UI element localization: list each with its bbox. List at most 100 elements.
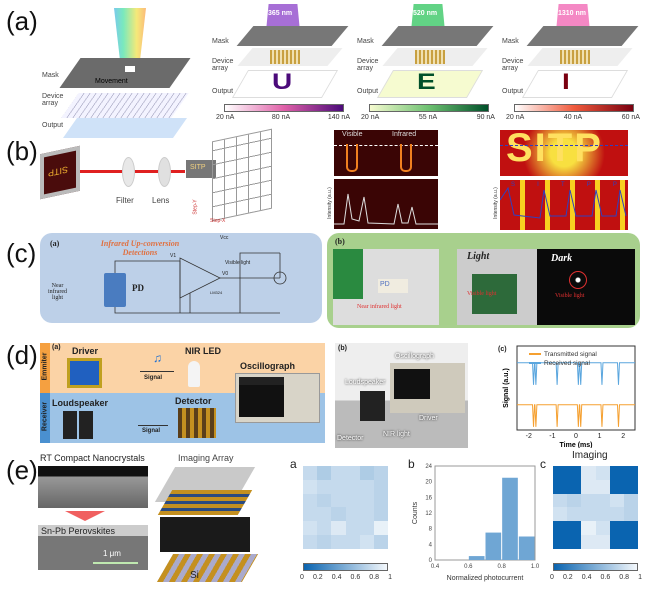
step-x-label: Step-X [210,218,226,224]
colorbar-tick: 0.8 [369,574,380,581]
x-axis-label: Time (ms) [560,442,593,448]
output-label: Output [357,88,379,95]
target-text: SITP [48,164,69,179]
output-letter: I [562,69,570,94]
circuit-title: Infrared Up-conversion Detections [100,239,180,257]
heatmap-cell [595,507,610,522]
heatmap-cell [623,507,638,522]
heatmap-cell [373,493,388,508]
mask-layer [381,26,494,46]
output-letter: E [417,69,436,94]
x-tick-label: 1.0 [531,564,540,570]
series-line [517,404,635,427]
receiver-label: Receiver [41,401,49,432]
visible-label: Visible [342,131,363,138]
y-axis-label: Signal (a.u.) [503,368,510,408]
heatmap-cell [317,493,332,508]
oscillograph-screen [239,377,284,417]
filter-element [122,157,135,187]
x-tick-label: -1 [549,433,555,440]
y-tick-label: 8 [429,527,433,533]
driver-board [67,358,102,388]
colorbar-tick: 20 nA [216,114,235,121]
colorbar [369,104,489,112]
wavelength-label: 365 nm [268,10,293,17]
heatmap-cell [317,521,332,536]
heatmap-cell [331,507,346,522]
heatmap-cell [609,479,624,494]
heatmap-cell [359,507,374,522]
heatmap-cell [331,521,346,536]
signal-label: Signal [144,375,163,381]
colorbar-tick: 0.4 [581,574,592,581]
heatmap-cell [567,521,582,536]
colorbar-tick: 40 nA [563,114,583,121]
y-tick-label: 20 [425,480,432,486]
rt-label: RT Compact Nanocrystals [40,453,145,463]
sub-label-a: (a) [50,239,60,248]
mask-label: Mask [502,38,519,45]
x-axis-label: Normalized photocurrent [447,575,524,582]
y-tick-label: 16 [425,495,432,501]
photo-speaker [360,391,385,421]
pd-label: PD [132,283,144,293]
wavelength-label: 1310 nm [558,10,587,17]
heatmap-cell [345,493,360,508]
movement-label: Movement [95,78,128,85]
letter-p: P [612,182,617,188]
output-letter: U [272,69,293,94]
perovskite-layer [160,517,250,552]
x-tick-label: -2 [526,433,532,440]
detector-chip [178,408,216,438]
heatmap-cell [581,521,596,536]
heatmap-cell [331,535,346,549]
scale-bar [93,562,138,564]
heatmap-c [553,466,638,549]
signal-arrow-2 [138,425,168,426]
heatmap-cell [581,507,596,522]
sub-label-c: c [540,457,546,471]
device-array-label: Device array [42,93,64,107]
heatmap-cell [303,466,318,480]
receiver-strip: Receiver [40,393,50,443]
imaging-panel-2: 1310 nm Mask Device array I Output 20 nA… [500,4,640,124]
heatmap-cell [595,479,610,494]
colorbar-tick: 0.2 [312,574,323,581]
x-tick-label: 0.4 [431,564,440,570]
panel-label-d: (d) [6,340,38,370]
heatmap-cell [609,507,624,522]
photo-light: Light Visible light [457,249,537,325]
heatmap-cell [567,493,582,508]
colorbar-tick: 0 [300,574,304,581]
heatmap-cell [317,507,332,522]
output-label: Output [502,88,524,95]
plot-frame [434,465,536,561]
down-arrow-icon [65,511,105,521]
letter-t: T [560,182,565,188]
output-layer [521,70,629,98]
bottom-electrode-layer [156,554,259,582]
loudspeaker-label: Loudspeaker [52,398,109,408]
light-label: Light [467,251,490,262]
y-tick-label: 24 [425,464,432,470]
sub-label-a: a [290,457,297,471]
device-grid [415,50,445,64]
photo-nir-label: NIR light [383,431,410,438]
heatmap-cell [345,521,360,536]
photo-pd: PD Near infrared light [333,249,439,325]
heatmap-cell [373,466,388,480]
photo-screen [394,369,430,399]
heatmap-cell [567,466,582,480]
heatmap-cell [553,479,568,494]
heatmap-cell [567,479,582,494]
photo-panel: (b) PD Near infrared light Light Visible… [327,233,640,328]
heatmap-cell [359,521,374,536]
photo-detector-label: Detector [337,435,364,442]
mask-layer [526,26,639,46]
photo-visible-label: Visible light [467,291,497,297]
histogram-bar [485,532,502,560]
